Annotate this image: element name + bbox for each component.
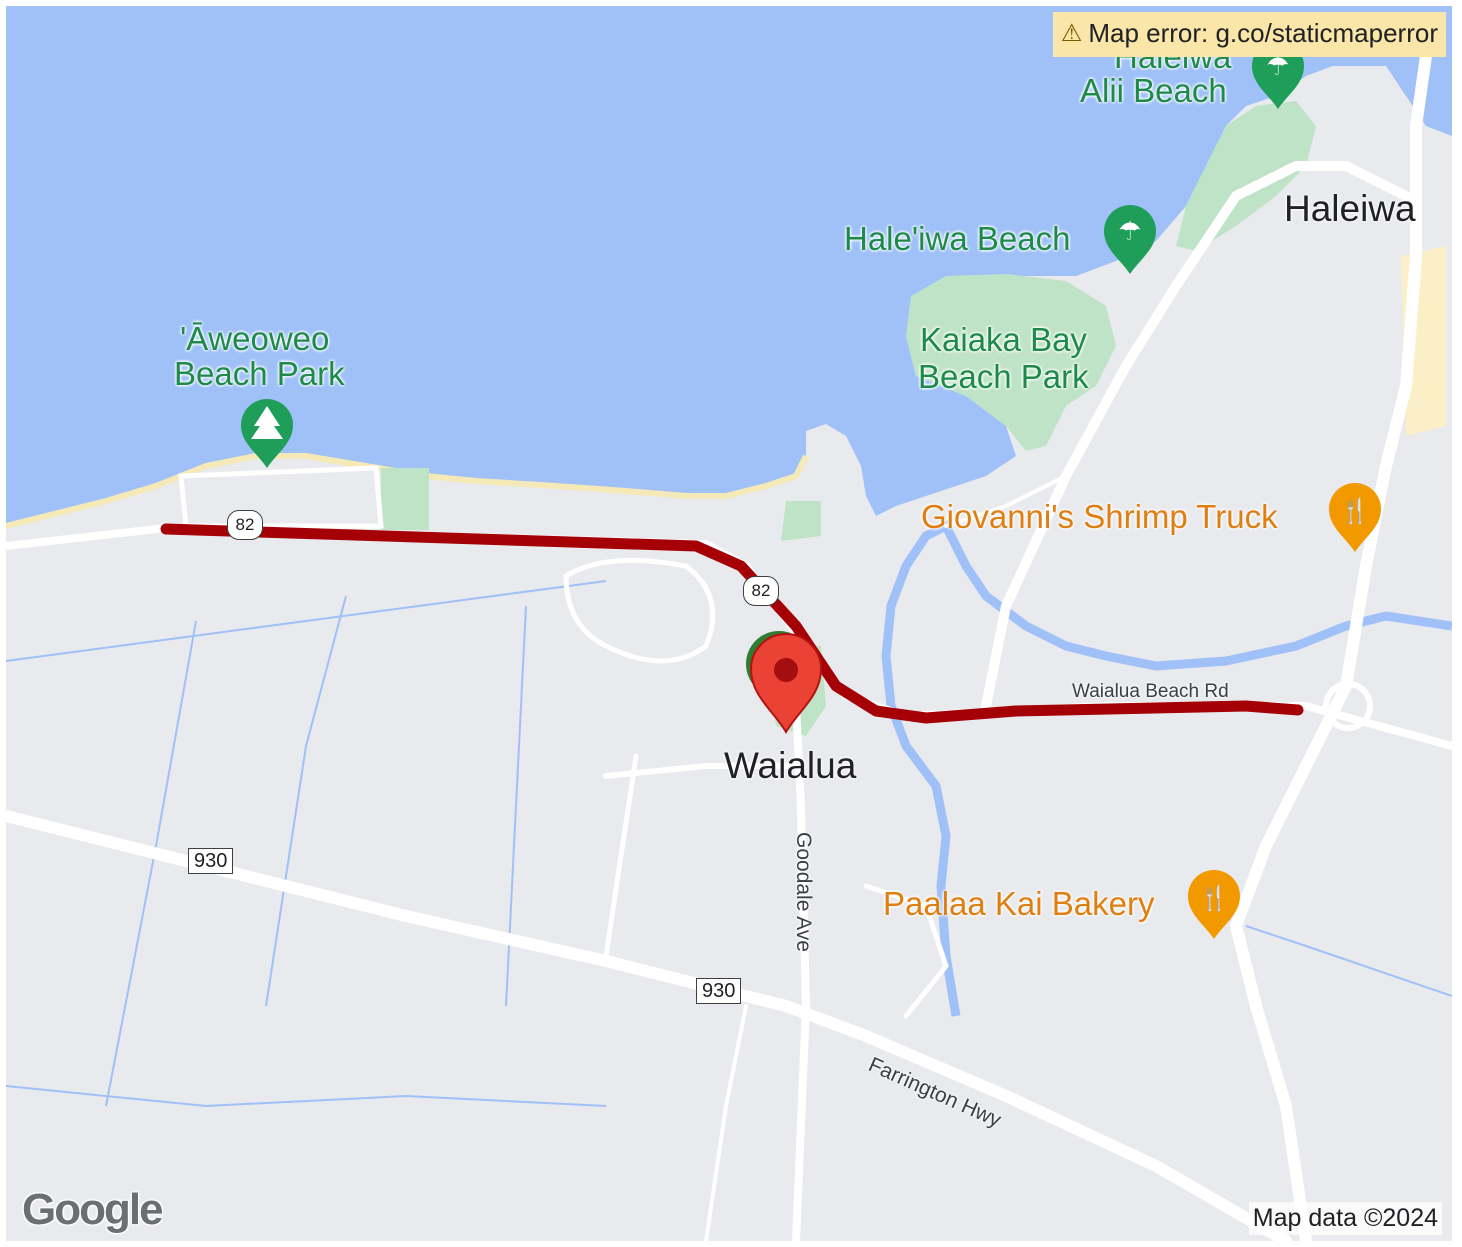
svg-text:🍴: 🍴 xyxy=(1340,497,1370,525)
park-small xyxy=(781,501,821,541)
river xyxy=(881,519,1452,1017)
aweoweo-label: 'Āweoweo xyxy=(180,320,330,357)
kaiaka-park xyxy=(906,274,1116,451)
svg-text:☂: ☂ xyxy=(1266,52,1289,82)
svg-text:☂: ☂ xyxy=(1118,217,1141,247)
haleiwa-beach-label: Hale'iwa Beach xyxy=(844,220,1071,257)
map-attribution[interactable]: Map data ©2024 xyxy=(1248,1202,1442,1235)
goodale-ave-label: Goodale Ave xyxy=(792,832,815,952)
route-930-shield: 930 xyxy=(188,848,234,874)
map-error-text: Map error: g.co/staticmaperror xyxy=(1088,18,1438,48)
park-aweoweo xyxy=(381,468,429,530)
ocean xyxy=(6,6,1452,526)
haleiwa-town-label: Haleiwa xyxy=(1284,188,1416,229)
google-logo: Google xyxy=(22,1185,164,1234)
paalaa-label: Paalaa Kai Bakery xyxy=(883,885,1155,922)
kaiaka-label-2: Beach Park xyxy=(918,358,1089,395)
haleiwa-beach-park xyxy=(1176,101,1316,251)
kam-hwy xyxy=(981,161,1411,711)
route-930-shield-2: 930 xyxy=(696,978,742,1004)
waialua-label: Waialua xyxy=(724,745,857,786)
map-error-banner[interactable]: ⚠ Map error: g.co/staticmaperror xyxy=(1052,12,1446,57)
aweoweo-label-2: Beach Park xyxy=(174,355,345,392)
svg-text:🍴: 🍴 xyxy=(1199,884,1229,912)
map-canvas[interactable]: ☂ ☂ 🍴 🍴 Haleiwa Alii Beach Hale'iwa Beac… xyxy=(6,6,1452,1241)
tree-icon xyxy=(241,399,293,468)
route-82-shield-2: 82 xyxy=(743,576,779,606)
route-82-shield: 82 xyxy=(227,510,263,540)
map-graphics: ☂ ☂ 🍴 🍴 xyxy=(6,6,1452,1241)
farrington-hwy xyxy=(6,810,1292,1241)
map-pin-icon xyxy=(749,633,823,735)
beach-umbrella-icon: ☂ xyxy=(1252,40,1304,109)
giovannis-label: Giovanni's Shrimp Truck xyxy=(921,498,1278,535)
beach-umbrella-icon: ☂ xyxy=(1104,205,1156,274)
route-line xyxy=(160,523,1304,724)
fork-knife-icon: 🍴 xyxy=(1329,483,1381,552)
warning-icon: ⚠ xyxy=(1060,20,1083,47)
haleiwa-alii-label-2: Alii Beach xyxy=(1080,72,1227,109)
fork-knife-icon: 🍴 xyxy=(1188,870,1240,939)
waialua-beach-rd-label: Waialua Beach Rd xyxy=(1072,681,1229,702)
goodale-ave xyxy=(792,702,811,1241)
kaiaka-label: Kaiaka Bay xyxy=(920,321,1087,358)
